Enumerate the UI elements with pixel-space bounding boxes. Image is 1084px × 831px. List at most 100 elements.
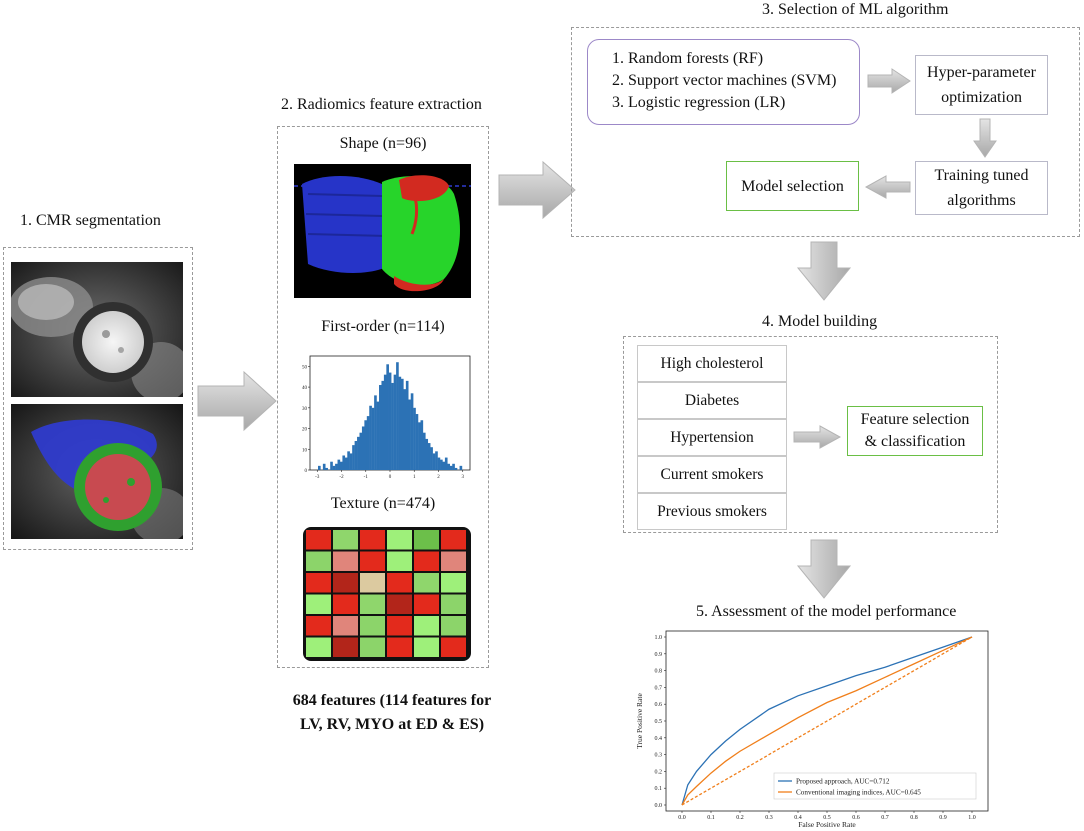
roc-x-tick-label: 0.6 (852, 815, 860, 821)
texture-cell (333, 616, 358, 636)
histogram-bar (398, 376, 402, 470)
histogram-bar (388, 372, 392, 470)
feature-line2: & classification (864, 433, 966, 450)
risk-previous-smokers: Previous smokers (637, 493, 787, 530)
histogram-bar (376, 401, 380, 470)
histogram-bar (342, 455, 346, 470)
risk-high-cholesterol: High cholesterol (637, 345, 787, 382)
histogram-y-tick-label: 30 (302, 407, 308, 412)
histogram-bar (330, 461, 333, 470)
risk-current-smokers: Current smokers (637, 456, 787, 493)
roc-y-tick-label: 0.1 (655, 786, 663, 792)
histogram-bar (357, 436, 360, 470)
risk-diabetes: Diabetes (637, 382, 787, 419)
histogram-bar (427, 443, 431, 470)
histogram-bar (371, 407, 375, 470)
histogram-bar (318, 465, 321, 470)
texture-cell (414, 551, 439, 571)
histogram-bar (332, 465, 336, 470)
arrow-hyper-to-training (973, 118, 997, 158)
histogram-bar (325, 467, 328, 470)
texture-cell (306, 616, 331, 636)
texture-cell (306, 551, 331, 571)
histogram-y-tick-label: 10 (302, 448, 308, 453)
shape-label: Shape (n=96) (339, 135, 427, 152)
texture-cell (306, 530, 331, 550)
histogram-bar (449, 465, 453, 470)
texture-heatmap (303, 527, 471, 661)
histogram-bar (454, 467, 458, 470)
roc-series-proposed (681, 636, 973, 806)
texture-cell (441, 551, 466, 571)
histogram-bar (413, 407, 416, 470)
arrow-radiomics-to-ml (498, 160, 576, 220)
histogram-bar (337, 459, 341, 470)
histogram-x-tick-label: -1 (364, 475, 369, 480)
first-order-label: First-order (n=114) (321, 318, 445, 335)
arrow-risks-to-feature-selection (793, 425, 842, 449)
histogram-bar (418, 422, 421, 470)
step1-title: 1. CMR segmentation (20, 212, 161, 229)
texture-cell (333, 637, 358, 657)
feature-summary-line2: LV, RV, MYO at ED & ES) (299, 716, 485, 733)
histogram-x-tick-label: 2 (437, 475, 440, 480)
histogram-bar (344, 457, 348, 470)
histogram-bar (352, 445, 355, 470)
roc-series-proposed-legend-label: Proposed approach, AUC=0.712 (796, 778, 890, 786)
step4-title: 4. Model building (762, 313, 878, 330)
histogram-bar (366, 416, 370, 470)
roc-y-tick-label: 0.4 (655, 736, 663, 742)
roc-x-tick-label: 0.5 (823, 815, 831, 821)
histogram-bar (379, 385, 382, 470)
radiomics-panel (277, 126, 489, 668)
roc-x-tick-label: 0.9 (939, 815, 947, 821)
texture-cell (360, 573, 385, 593)
histogram-x-tick-label: -3 (315, 475, 320, 480)
texture-cell (360, 530, 385, 550)
roc-series-conventional-legend-label: Conventional imaging indices, AUC=0.645 (796, 789, 921, 797)
roc-y-tick-label: 0.6 (655, 702, 663, 708)
histogram-x-tick-label: 0 (389, 475, 392, 480)
texture-cell (333, 573, 358, 593)
histogram-bar (339, 461, 343, 470)
histogram-bar (361, 426, 365, 470)
training-box: Training tuned algorithms (915, 161, 1048, 215)
roc-x-tick-label: 0.1 (707, 815, 715, 821)
histogram-bar (322, 463, 326, 470)
roc-y-tick-label: 1.0 (655, 635, 663, 641)
histogram-y-tick-label: 40 (302, 386, 308, 391)
roc-x-tick-label: 0.3 (765, 815, 773, 821)
lv-segmentation (85, 454, 151, 520)
texture-cell (333, 551, 358, 571)
model-building-panel (623, 336, 998, 533)
texture-cell (360, 637, 385, 657)
histogram-bar (440, 459, 443, 470)
texture-cell (333, 594, 358, 614)
histogram-bar (408, 399, 411, 470)
histogram-bar (432, 453, 436, 470)
texture-cell (387, 530, 412, 550)
histogram-bar (381, 380, 385, 470)
histogram-y-tick-label: 50 (302, 365, 308, 370)
hyper-line2: optimization (941, 89, 1022, 106)
texture-cell (441, 616, 466, 636)
texture-cell (360, 594, 385, 614)
histogram-bar (442, 461, 446, 470)
histogram-bar (437, 457, 441, 470)
histogram-bar (396, 362, 399, 470)
histogram-bar (347, 451, 350, 470)
cmr-segmented-image (11, 404, 183, 539)
feature-line1: Feature selection (860, 411, 970, 428)
training-line2: algorithms (947, 192, 1016, 209)
ml-panel (571, 27, 1080, 237)
roc-x-tick-label: 0.7 (881, 815, 889, 821)
histogram-bar (425, 438, 429, 470)
roc-legend (773, 772, 977, 800)
shape-3d-render (294, 164, 471, 298)
roc-x-tick-label: 1.0 (968, 815, 976, 821)
histogram-bar (420, 420, 424, 470)
algorithm-svm: 2. Support vector machines (SVM) (612, 72, 837, 89)
texture-cell (306, 637, 331, 657)
histogram-bar (415, 414, 419, 470)
